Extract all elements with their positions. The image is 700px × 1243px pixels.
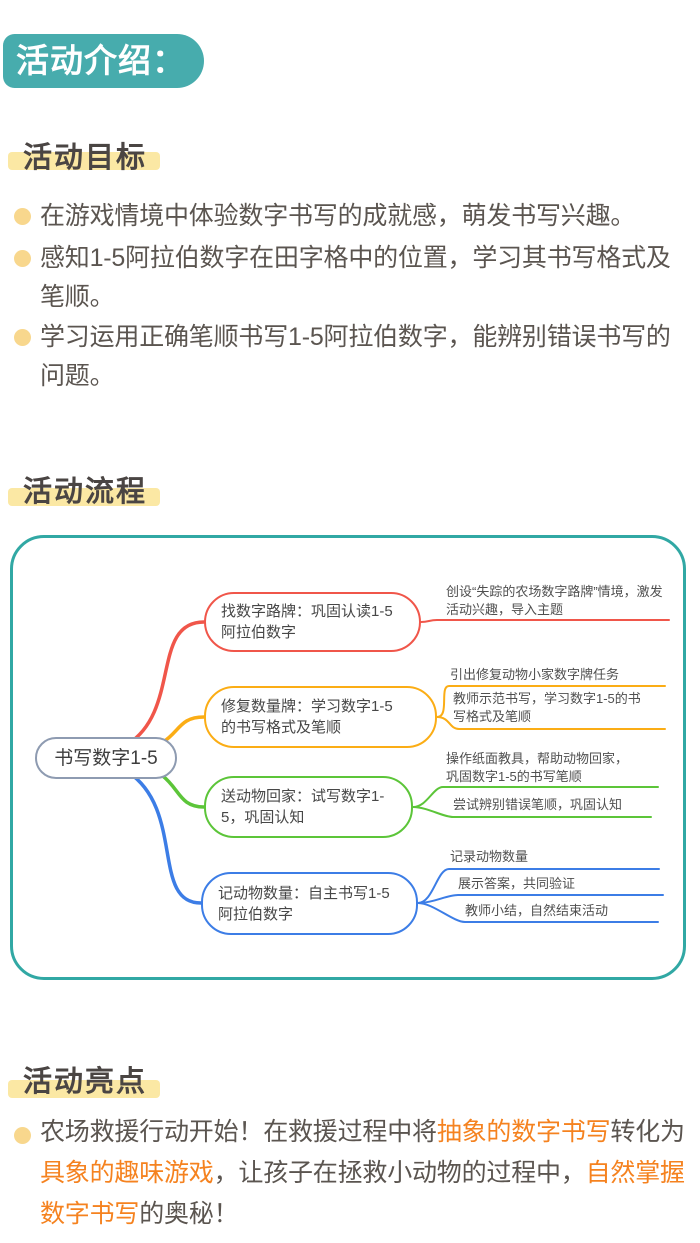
mindmap-leaf-3-1: 操作纸面教具，帮助动物回家，巩固数字1-5的书写笔顺: [446, 751, 629, 784]
highlight-paragraph: 农场救援行动开始！在救援过程中将抽象的数字书写转化为具象的趣味游戏，让孩子在拯救…: [0, 1112, 697, 1235]
highlight-accent-segment: 具象的趣味游戏: [40, 1159, 214, 1187]
highlight-text-segment: ，让孩子在拯救小动物的过程中，: [213, 1159, 586, 1187]
highlight-text-segment: 转化为: [610, 1118, 685, 1146]
mindmap-branch-node-3: 送动物回家：试写数字1-5，巩固认知: [204, 776, 413, 838]
mindmap-leaf-4-3: 教师小结，自然结束活动: [465, 903, 609, 918]
mindmap-panel: 书写数字1-5 找数字路牌：巩固认读1-5阿拉伯数字 修复数量牌：学习数字1-5…: [10, 535, 686, 980]
mindmap-root-node: 书写数字1-5: [35, 737, 177, 779]
intro-badge: 活动介绍：: [3, 34, 204, 88]
mindmap-leaf-4-2: 展示答案，共同验证: [458, 876, 576, 891]
highlight-text-segment: 的奥秘！: [139, 1200, 239, 1228]
mindmap-leaf-1-1: 创设“失踪的农场数字路牌”情境，激发活动兴趣，导入主题: [446, 584, 663, 617]
goal-item-3: 学习运用正确笔顺书写1-5阿拉伯数字，能辨别错误书写的问题。: [0, 318, 697, 396]
highlights-heading-highlight: [8, 1080, 160, 1098]
highlight-accent-segment: 自然掌握数字书写: [40, 1159, 685, 1228]
mindmap-leaf-3-2: 尝试辨别错误笔顺，巩固认知: [453, 797, 623, 812]
highlight-text-segment: 农场救援行动开始！在救援过程中将: [40, 1118, 437, 1146]
highlights-heading: 活动亮点: [23, 1066, 148, 1098]
mindmap-branch-node-4: 记动物数量：自主书写1-5阿拉伯数字: [201, 872, 418, 935]
goal-item-2: 感知1-5阿拉伯数字在田字格中的位置，学习其书写格式及笔顺。: [0, 239, 697, 317]
mindmap-leaf-2-1: 引出修复动物小家数字牌任务: [450, 667, 620, 682]
goal-item-1: 在游戏情境中体验数字书写的成就感，萌发书写兴趣。: [0, 197, 697, 236]
goals-heading-highlight: [8, 152, 160, 170]
highlight-accent-segment: 抽象的数字书写: [436, 1118, 611, 1146]
goals-heading: 活动目标: [23, 142, 148, 174]
mindmap-leaf-2-2: 教师示范书写，学习数字1-5的书写格式及笔顺: [453, 691, 641, 724]
mindmap-leaf-4-1: 记录动物数量: [450, 849, 529, 864]
mindmap-branch-node-1: 找数字路牌：巩固认读1-5阿拉伯数字: [204, 592, 421, 652]
mindmap-branch-node-2: 修复数量牌：学习数字1-5的书写格式及笔顺: [204, 686, 437, 748]
flow-heading-highlight: [8, 488, 160, 506]
flow-heading: 活动流程: [23, 476, 148, 508]
